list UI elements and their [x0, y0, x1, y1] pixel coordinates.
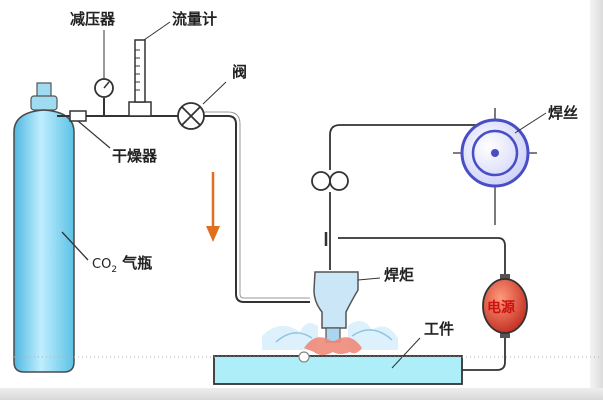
- power-circuit: [338, 237, 506, 371]
- label-torch: 焊炬: [384, 266, 414, 284]
- label-cylinder: CO2 气瓶: [92, 254, 152, 275]
- wire-feed-path: [324, 124, 493, 270]
- label-dryer: 干燥器: [112, 147, 158, 165]
- label-workpiece: 工件: [424, 320, 454, 338]
- label-reducer: 减压器: [70, 10, 116, 28]
- valve-cross-icon: [177, 81, 227, 130]
- power-source: [482, 274, 528, 338]
- workpiece: [213, 337, 463, 385]
- pressure-gauge-icon: [94, 30, 114, 116]
- label-valve: 阀: [232, 63, 247, 81]
- shielding-gas-plume: [262, 320, 398, 350]
- welding-torch: [313, 271, 381, 343]
- label-cylinder-subscript: 2: [111, 265, 117, 275]
- flow-down-arrow-icon: [206, 172, 220, 242]
- window-frame-bottom: [0, 388, 603, 400]
- label-flowmeter: 流量计: [172, 10, 217, 28]
- window-frame-right: [590, 0, 603, 400]
- label-cylinder-tail: 气瓶: [117, 254, 152, 272]
- guide-line: [14, 351, 600, 363]
- gas-pipeline: [57, 110, 310, 303]
- label-cylinder-main: CO: [92, 257, 111, 272]
- co2-cylinder: [13, 82, 89, 373]
- label-power: 电源: [487, 299, 515, 316]
- guide-marker-dot: [298, 351, 310, 363]
- label-wire: 焊丝: [548, 104, 578, 122]
- dryer-body: [69, 110, 87, 122]
- feed-rollers-icon: [311, 171, 349, 191]
- wire-spool-icon: [453, 108, 547, 225]
- flowmeter: [128, 21, 171, 117]
